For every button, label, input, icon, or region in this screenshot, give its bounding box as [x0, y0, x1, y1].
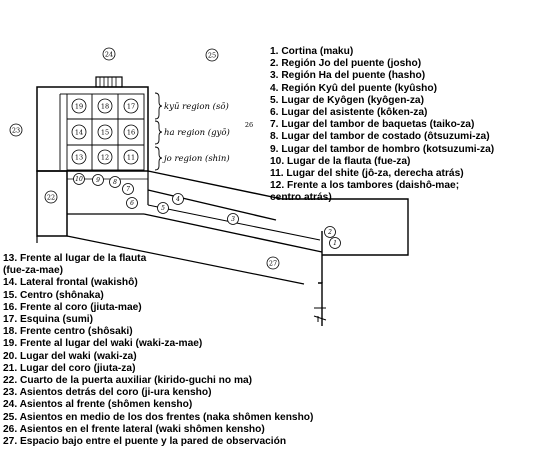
stage-grid [59, 93, 145, 171]
legend-item: 23. Asientos detrás del coro (ji-ura ken… [3, 387, 212, 399]
audience-num-26: 26 [245, 121, 253, 129]
legend-item: 25. Asientos en medio de los dos frentes… [3, 411, 314, 423]
legend-item: 22. Cuarto de la puerta auxiliar (kirido… [3, 375, 253, 387]
legend-item: 18. Frente centro (shôsaki) [3, 326, 133, 338]
marker-18 [97, 98, 113, 114]
legend-item: 21. Lugar del coro (jiuta-za) [3, 362, 136, 374]
grid-markers [71, 98, 139, 165]
marker-num-8: 8 [113, 179, 117, 186]
legend-item: 27. Espacio bajo entre el puente y la pa… [3, 436, 287, 448]
legend-item: 5. Lugar de Kyôgen (kyôgen-za) [270, 94, 424, 106]
legend-item: centro atrás) [270, 192, 332, 204]
legend-item: (fue-za-mae) [3, 265, 64, 277]
marker-16 [123, 124, 139, 140]
legend-item: 7. Lugar del tambor de baquetas (taiko-z… [270, 119, 475, 131]
marker-num-4: 4 [175, 196, 180, 203]
legend-item: 14. Lateral frontal (wakishô) [3, 277, 138, 289]
region-braces [154, 92, 163, 171]
marker-num-2: 2 [327, 229, 332, 236]
legend-item: 9. Lugar del tambor de hombro (kotsuzumi… [270, 143, 495, 155]
marker-num-1: 1 [333, 240, 337, 247]
marker-11 [123, 149, 139, 165]
main-stage-outline [36, 86, 149, 172]
audience-markers [9, 47, 219, 204]
legend-item: 4. Región Kyû del puente (kyûsho) [270, 82, 437, 94]
marker-num-5: 5 [161, 205, 165, 212]
audience-num-25: 25 [208, 52, 216, 60]
legend-item: 10. Lugar de la flauta (fue-za) [270, 155, 411, 167]
marker-14 [71, 124, 87, 140]
legend-item: 8. Lugar del tambor de costado (ôtsuzumi… [270, 131, 490, 143]
legend-item: 13. Frente al lugar de la flauta [3, 253, 147, 264]
grid-num-13: 13 [75, 154, 83, 162]
kyu-region-label: kyū region (sō) [164, 101, 229, 112]
lower-space-outline [66, 213, 305, 285]
grid-num-18: 18 [101, 103, 109, 111]
marker-num-7: 7 [126, 186, 130, 193]
legend-item: 12. Frente a los tambores (daishô-mae; [270, 180, 460, 192]
marker-19 [71, 98, 87, 114]
curtain-room [282, 198, 409, 326]
marker-13 [71, 149, 87, 165]
legend-bottom: 13. Frente al lugar de la flauta (fue-za… [3, 253, 313, 448]
marker-17 [123, 98, 139, 114]
legend-item: 17. Esquina (sumi) [3, 314, 94, 326]
legend-right: 1. Cortina (maku) 2. Región Jo del puent… [270, 46, 494, 205]
legend-item: 11. Lugar del shite (jô-za, derecha atrá… [270, 168, 464, 180]
legend-item: 20. Lugar del waki (waki-za) [3, 350, 137, 362]
grid-num-12: 12 [101, 154, 109, 162]
legend-item: 26. Asientos en el frente lateral (waki … [3, 423, 265, 435]
marker-num-9: 9 [96, 177, 100, 184]
marker-15 [97, 124, 113, 140]
marker-27 [266, 256, 280, 270]
legend-item: 15. Centro (shônaka) [3, 289, 104, 301]
audience-num-24: 24 [105, 51, 113, 59]
grid-num-11: 11 [127, 154, 135, 162]
jo-region-label: jo region (shin) [162, 153, 230, 164]
grid-num-14: 14 [75, 129, 83, 137]
grid-num-19: 19 [75, 103, 83, 111]
marker-num-6: 6 [130, 200, 134, 207]
marker-num-3: 3 [231, 216, 235, 223]
legend-item: 3. Región Ha del puente (hasho) [270, 70, 426, 82]
legend-item: 24. Asientos al frente (shômen kensho) [3, 399, 193, 411]
marker-12 [97, 149, 113, 165]
marker-num-10: 10 [75, 176, 83, 183]
legend-item: 16. Frente al coro (jiuta-mae) [3, 301, 142, 313]
audience-num-23: 23 [12, 127, 20, 135]
bridge-markers [157, 193, 341, 249]
side-room-outline [36, 170, 68, 237]
legend-item: 19. Frente al lugar del waki (waki-za-ma… [3, 338, 203, 350]
musician-markers [73, 173, 138, 209]
legend-item: 1. Cortina (maku) [270, 46, 354, 57]
legend-item: 2. Región Jo del puente (josho) [270, 58, 422, 70]
ha-region-label: ha region (gyō) [164, 127, 230, 138]
room-num-22: 22 [47, 194, 55, 202]
legend-item: 6. Lugar del asistente (kôken-za) [270, 107, 428, 119]
space-num-27: 27 [269, 260, 277, 268]
grid-num-16: 16 [127, 129, 135, 137]
grid-num-17: 17 [127, 103, 135, 111]
grid-num-15: 15 [101, 129, 109, 137]
